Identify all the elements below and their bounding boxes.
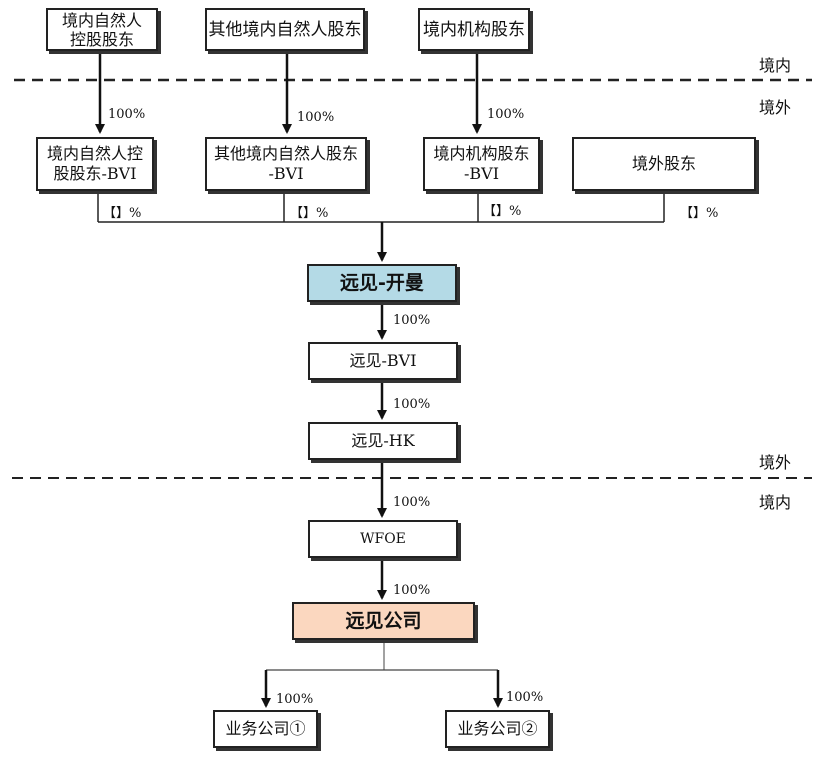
zone-label-domestic-top: 境内 — [759, 56, 792, 75]
pct-wfoe-to-company: 100% — [393, 583, 431, 598]
pct-institution-to-bvi: 100% — [487, 107, 525, 122]
pct-bvi-to-hk: 100% — [393, 397, 431, 412]
pct-company-to-sub1: 100% — [276, 692, 314, 707]
zone-label-offshore-bottom: 境外 — [759, 453, 792, 472]
ownership-other-bvi: 【】% — [290, 206, 329, 221]
business-company-2: 业务公司② — [445, 710, 550, 748]
zone-label-offshore-top: 境外 — [759, 98, 792, 117]
pct-hk-to-wfoe: 100% — [393, 495, 431, 510]
business-company-1: 业务公司① — [213, 710, 318, 748]
pct-natural-to-bvi: 100% — [108, 107, 146, 122]
offshore-shareholders: 境外股东 — [572, 137, 756, 191]
yuanjian-cayman: 远见-开曼 — [307, 264, 457, 302]
pct-other-to-bvi: 100% — [297, 110, 335, 125]
other-natural-shareholders-bvi: 其他境内自然人股东 -BVI — [205, 137, 367, 191]
institutional-shareholders-bvi: 境内机构股东 -BVI — [423, 137, 540, 191]
ownership-institution-bvi: 【】% — [483, 204, 522, 219]
wfoe: WFOE — [308, 520, 458, 558]
yuanjian-company: 远见公司 — [292, 602, 475, 640]
ownership-offshore: 【】% — [680, 206, 719, 221]
pct-caiman-to-bvi: 100% — [393, 313, 431, 328]
domestic-institutional-shareholders: 境内机构股东 — [418, 8, 530, 51]
pct-company-to-sub2: 100% — [506, 690, 544, 705]
other-domestic-natural-shareholders: 其他境内自然人股东 — [205, 8, 365, 51]
yuanjian-bvi: 远见-BVI — [308, 342, 458, 380]
zone-label-domestic-bottom: 境内 — [759, 493, 792, 512]
yuanjian-hk: 远见-HK — [308, 422, 458, 460]
ownership-natural-bvi: 【】% — [103, 206, 142, 221]
domestic-natural-controlling-shareholder: 境内自然人 控股股东 — [46, 8, 158, 51]
natural-controlling-shareholder-bvi: 境内自然人控 股股东-BVI — [36, 137, 154, 191]
